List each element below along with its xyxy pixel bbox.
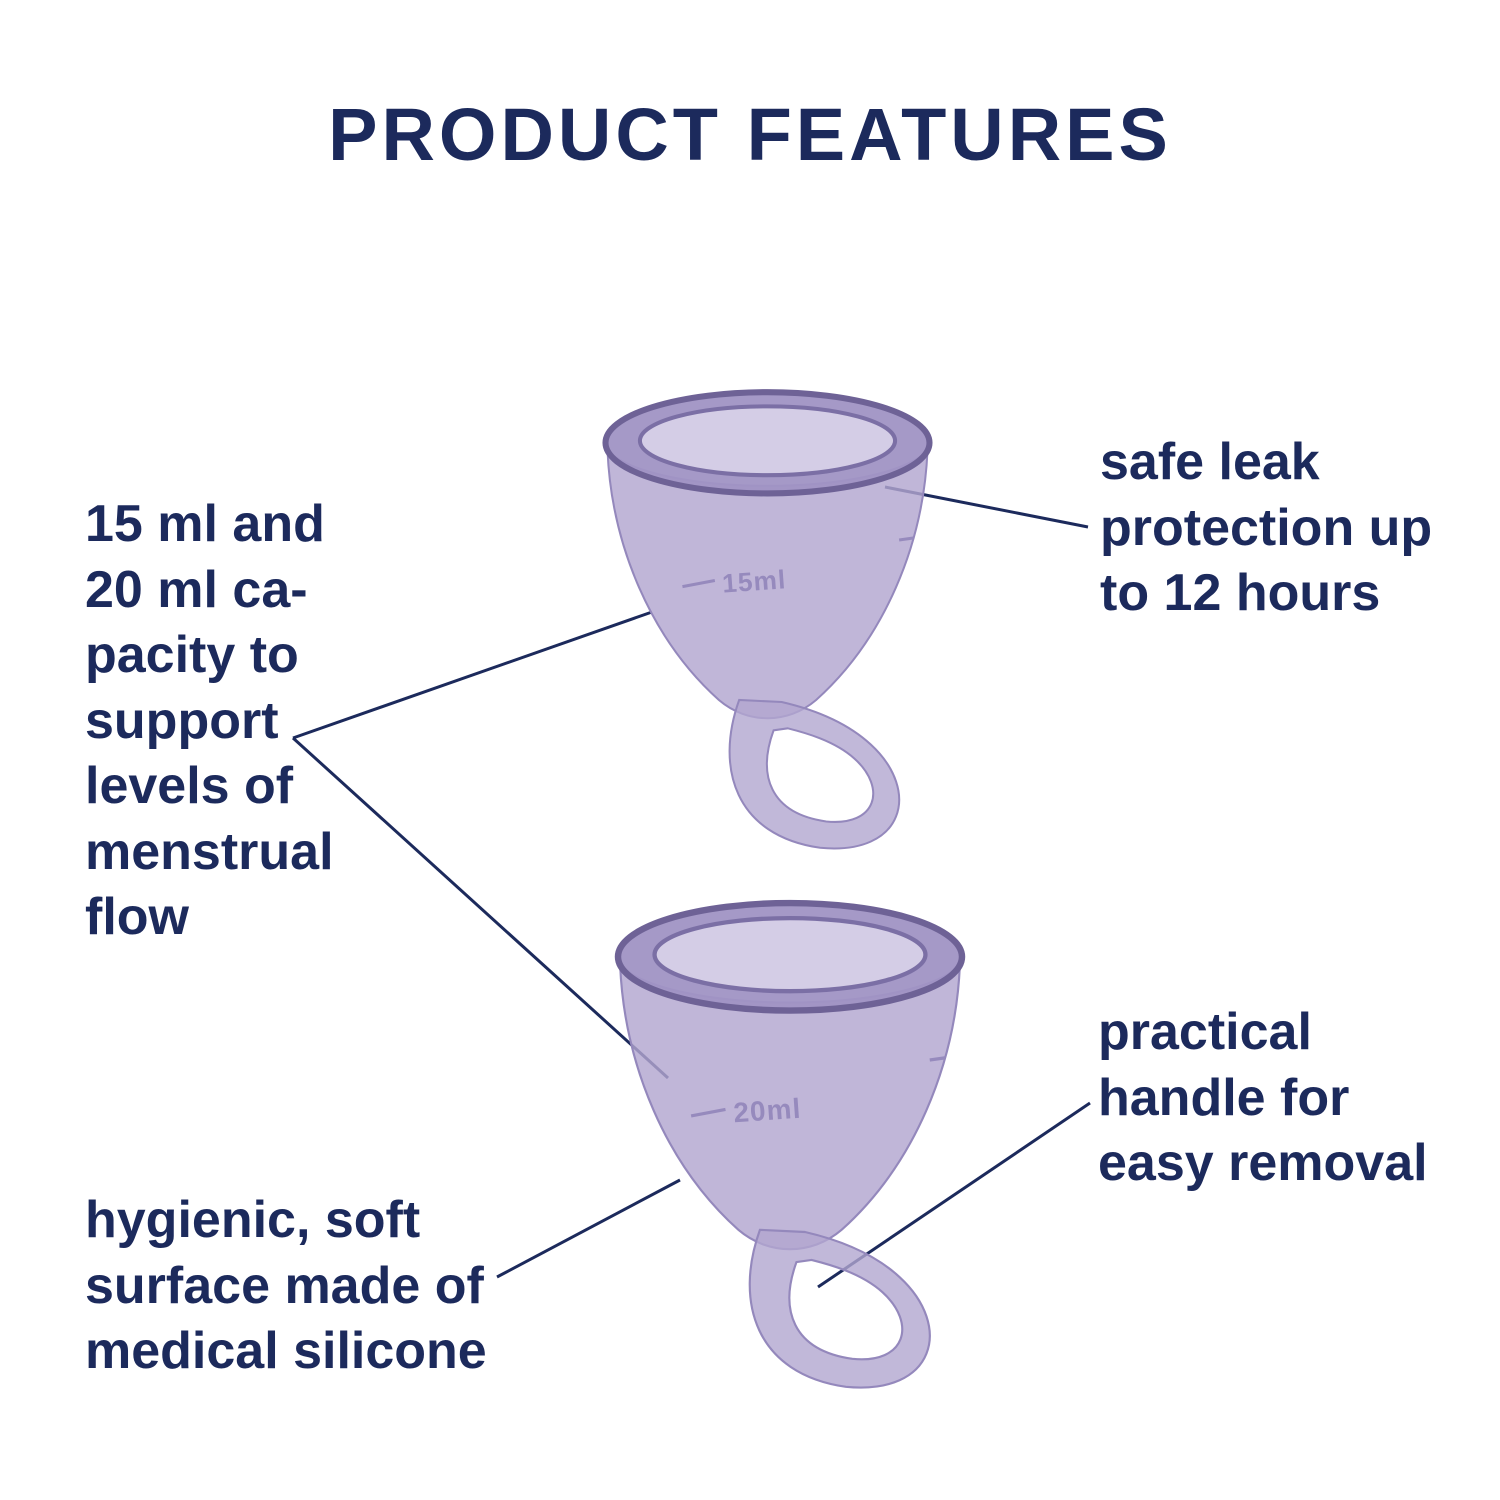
annotation-hygienic-surface: hygienic, soft surface made of medical s… <box>85 1188 487 1385</box>
annotation-line: pacity to <box>85 626 299 685</box>
cup-handle-loop <box>748 1228 931 1389</box>
cup-opening <box>637 404 898 478</box>
cup-measure-tick <box>690 1107 726 1118</box>
annotation-line: levels of <box>85 757 294 816</box>
annotation-line: menstrual <box>85 822 334 881</box>
annotation-line: to 12 hours <box>1100 564 1381 623</box>
annotation-line: medical silicone <box>85 1322 487 1381</box>
cup-opening <box>652 915 928 994</box>
cup-handle-loop <box>728 698 901 850</box>
menstrual-cup-small: 15ml <box>602 389 933 850</box>
menstrual-cup-large: 20ml <box>614 899 966 1389</box>
annotation-line: surface made of <box>85 1256 484 1315</box>
cup-capacity-mark: 15ml <box>721 564 787 598</box>
cup-measure-tick <box>682 579 716 589</box>
annotation-line: handle for <box>1098 1068 1350 1127</box>
annotation-capacity: 15 ml and 20 ml ca- pacity to support le… <box>85 492 334 951</box>
cup-vent-hole <box>898 536 914 542</box>
annotation-line: practical <box>1098 1003 1312 1061</box>
annotation-line: support <box>85 691 279 750</box>
annotation-line: hygienic, soft <box>85 1191 421 1249</box>
cup-vent-hole <box>929 1056 946 1062</box>
annotation-line: protection up <box>1100 498 1433 557</box>
annotation-line: 20 ml ca- <box>85 560 308 619</box>
annotation-line: flow <box>85 888 189 947</box>
cup-capacity-mark: 20ml <box>732 1093 802 1129</box>
annotation-line: safe leak <box>1100 433 1320 491</box>
page-title: PRODUCT FEATURES <box>328 93 1172 176</box>
annotation-line: 15 ml and <box>85 495 325 553</box>
annotation-leak-protection: safe leak protection up to 12 hours <box>1100 430 1432 627</box>
annotation-practical-handle: practical handle for easy removal <box>1098 1000 1428 1197</box>
annotation-line: easy removal <box>1098 1134 1428 1193</box>
